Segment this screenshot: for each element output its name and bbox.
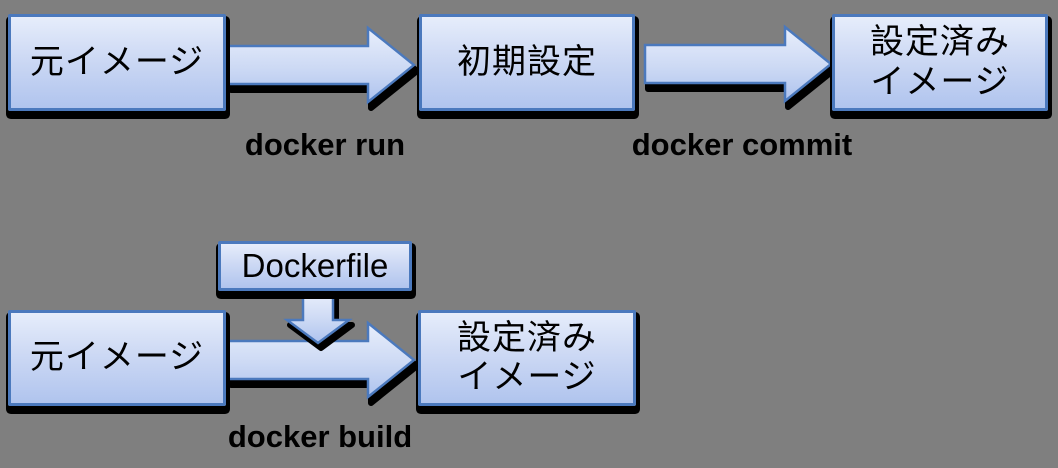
source-image-box-top: 元イメージ — [8, 14, 226, 111]
configured-image-box-bottom: 設定済み イメージ — [418, 310, 636, 406]
configured-image-label: 設定済み イメージ — [870, 23, 1010, 101]
dockerfile-label: Dockerfile — [241, 247, 389, 285]
initial-setup-label: 初期設定 — [457, 42, 597, 81]
right-arrow-build-icon — [226, 320, 420, 406]
right-arrow-run-icon — [226, 25, 420, 111]
right-arrow-commit-icon — [643, 24, 837, 110]
dockerfile-box: Dockerfile — [218, 241, 412, 291]
configured-image-label: 設定済み イメージ — [457, 318, 597, 396]
down-arrow-dockerfile-icon — [283, 290, 355, 351]
source-image-box-bottom: 元イメージ — [8, 310, 226, 406]
docker-run-label: docker run — [244, 127, 406, 162]
source-image-label: 元イメージ — [29, 338, 205, 377]
source-image-label: 元イメージ — [29, 42, 205, 81]
configured-image-box-top: 設定済み イメージ — [832, 14, 1048, 111]
docker-build-label: docker build — [227, 419, 413, 454]
docker-commit-label: docker commit — [631, 127, 853, 162]
initial-setup-box: 初期設定 — [419, 14, 635, 111]
